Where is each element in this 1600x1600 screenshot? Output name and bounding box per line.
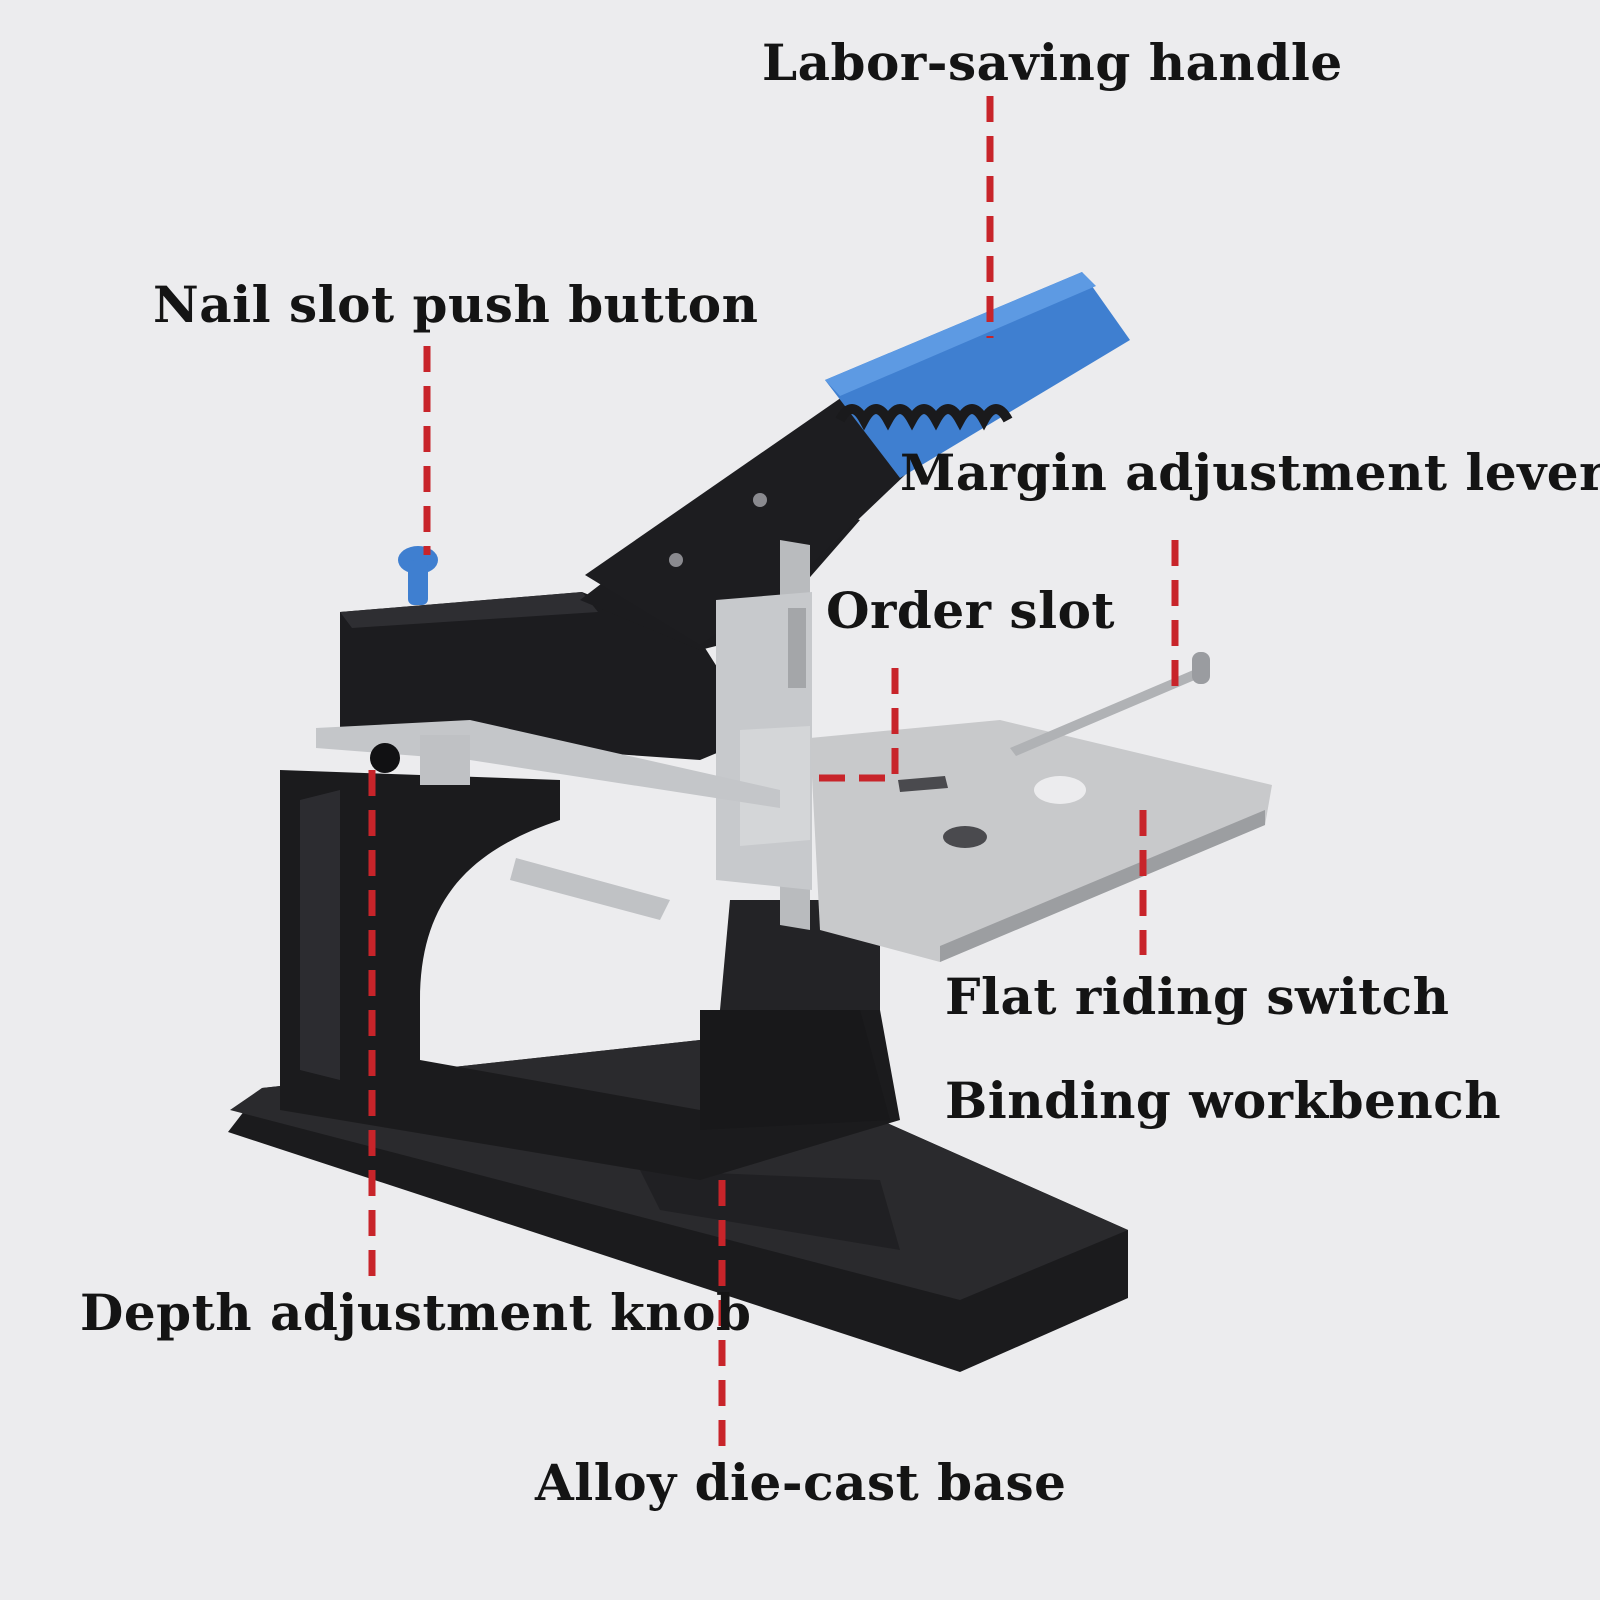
leader-lines xyxy=(368,96,1179,1450)
labor-saving-handle xyxy=(585,272,1130,645)
label-binding-workbench: Binding workbench xyxy=(945,1071,1502,1130)
margin-adjustment-lever xyxy=(1010,652,1210,756)
label-order-slot: Order slot xyxy=(826,581,1116,640)
label-flat-riding-switch: Flat riding switch xyxy=(945,967,1450,1026)
label-margin-adjustment-lever: Margin adjustment lever xyxy=(900,443,1600,502)
stapling-mechanism xyxy=(716,540,812,930)
leader-order-slot xyxy=(810,668,899,782)
label-depth-adjustment-knob: Depth adjustment knob xyxy=(80,1283,752,1342)
label-labor-saving-handle: Labor-saving handle xyxy=(762,33,1343,92)
nail-slot-push-button xyxy=(398,546,438,605)
depth-guide-bar xyxy=(316,720,780,920)
binding-workbench xyxy=(810,720,1272,962)
depth-adjustment-knob xyxy=(370,743,400,773)
label-nail-slot-push-button: Nail slot push button xyxy=(153,275,759,334)
label-alloy-die-cast-base: Alloy die-cast base xyxy=(535,1453,1067,1512)
stapler-body xyxy=(280,770,900,1180)
